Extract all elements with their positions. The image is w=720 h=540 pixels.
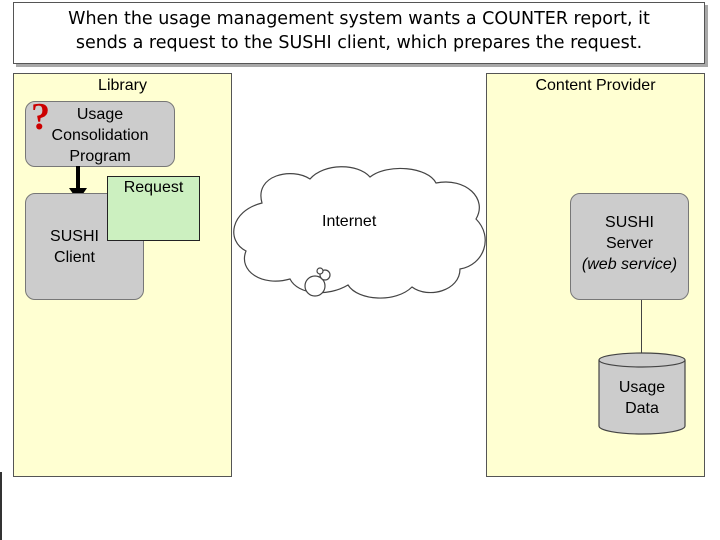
usage-data-label: Usage Data — [598, 377, 686, 419]
caption-line-1: When the usage management system wants a… — [68, 9, 650, 29]
request-document: Request — [107, 176, 200, 241]
caption-box — [13, 2, 705, 64]
sushi-client-line-1: SUSHI — [50, 228, 99, 245]
usage-data-line-2: Data — [625, 400, 659, 417]
usage-program-line-2: Consolidation — [51, 127, 149, 144]
usage-data-line-1: Usage — [618, 379, 666, 396]
usage-program-line-3: Program — [69, 148, 131, 165]
server-to-database-connector — [641, 300, 642, 358]
usage-consolidation-program-box: Usage Consolidation Program — [25, 101, 175, 167]
caption-line-2: sends a request to the SUSHI client, whi… — [75, 33, 643, 53]
database-cylinder-icon — [598, 352, 686, 435]
sushi-server-line-3: (web service) — [581, 256, 678, 273]
internet-cloud-icon — [233, 166, 486, 299]
caption-text: When the usage management system wants a… — [13, 7, 705, 55]
sushi-client-line-2: Client — [54, 249, 95, 266]
library-title: Library — [98, 77, 147, 94]
left-edge-line — [0, 472, 2, 540]
sushi-server-line-2: Server — [605, 235, 654, 252]
usage-program-line-1: Usage — [76, 106, 124, 123]
internet-label: Internet — [322, 213, 377, 230]
content-provider-title: Content Provider — [535, 77, 656, 94]
sushi-server-box: SUSHI Server (web service) — [570, 193, 689, 300]
sushi-server-line-1: SUSHI — [605, 214, 654, 231]
question-mark-icon: ? — [31, 96, 50, 138]
